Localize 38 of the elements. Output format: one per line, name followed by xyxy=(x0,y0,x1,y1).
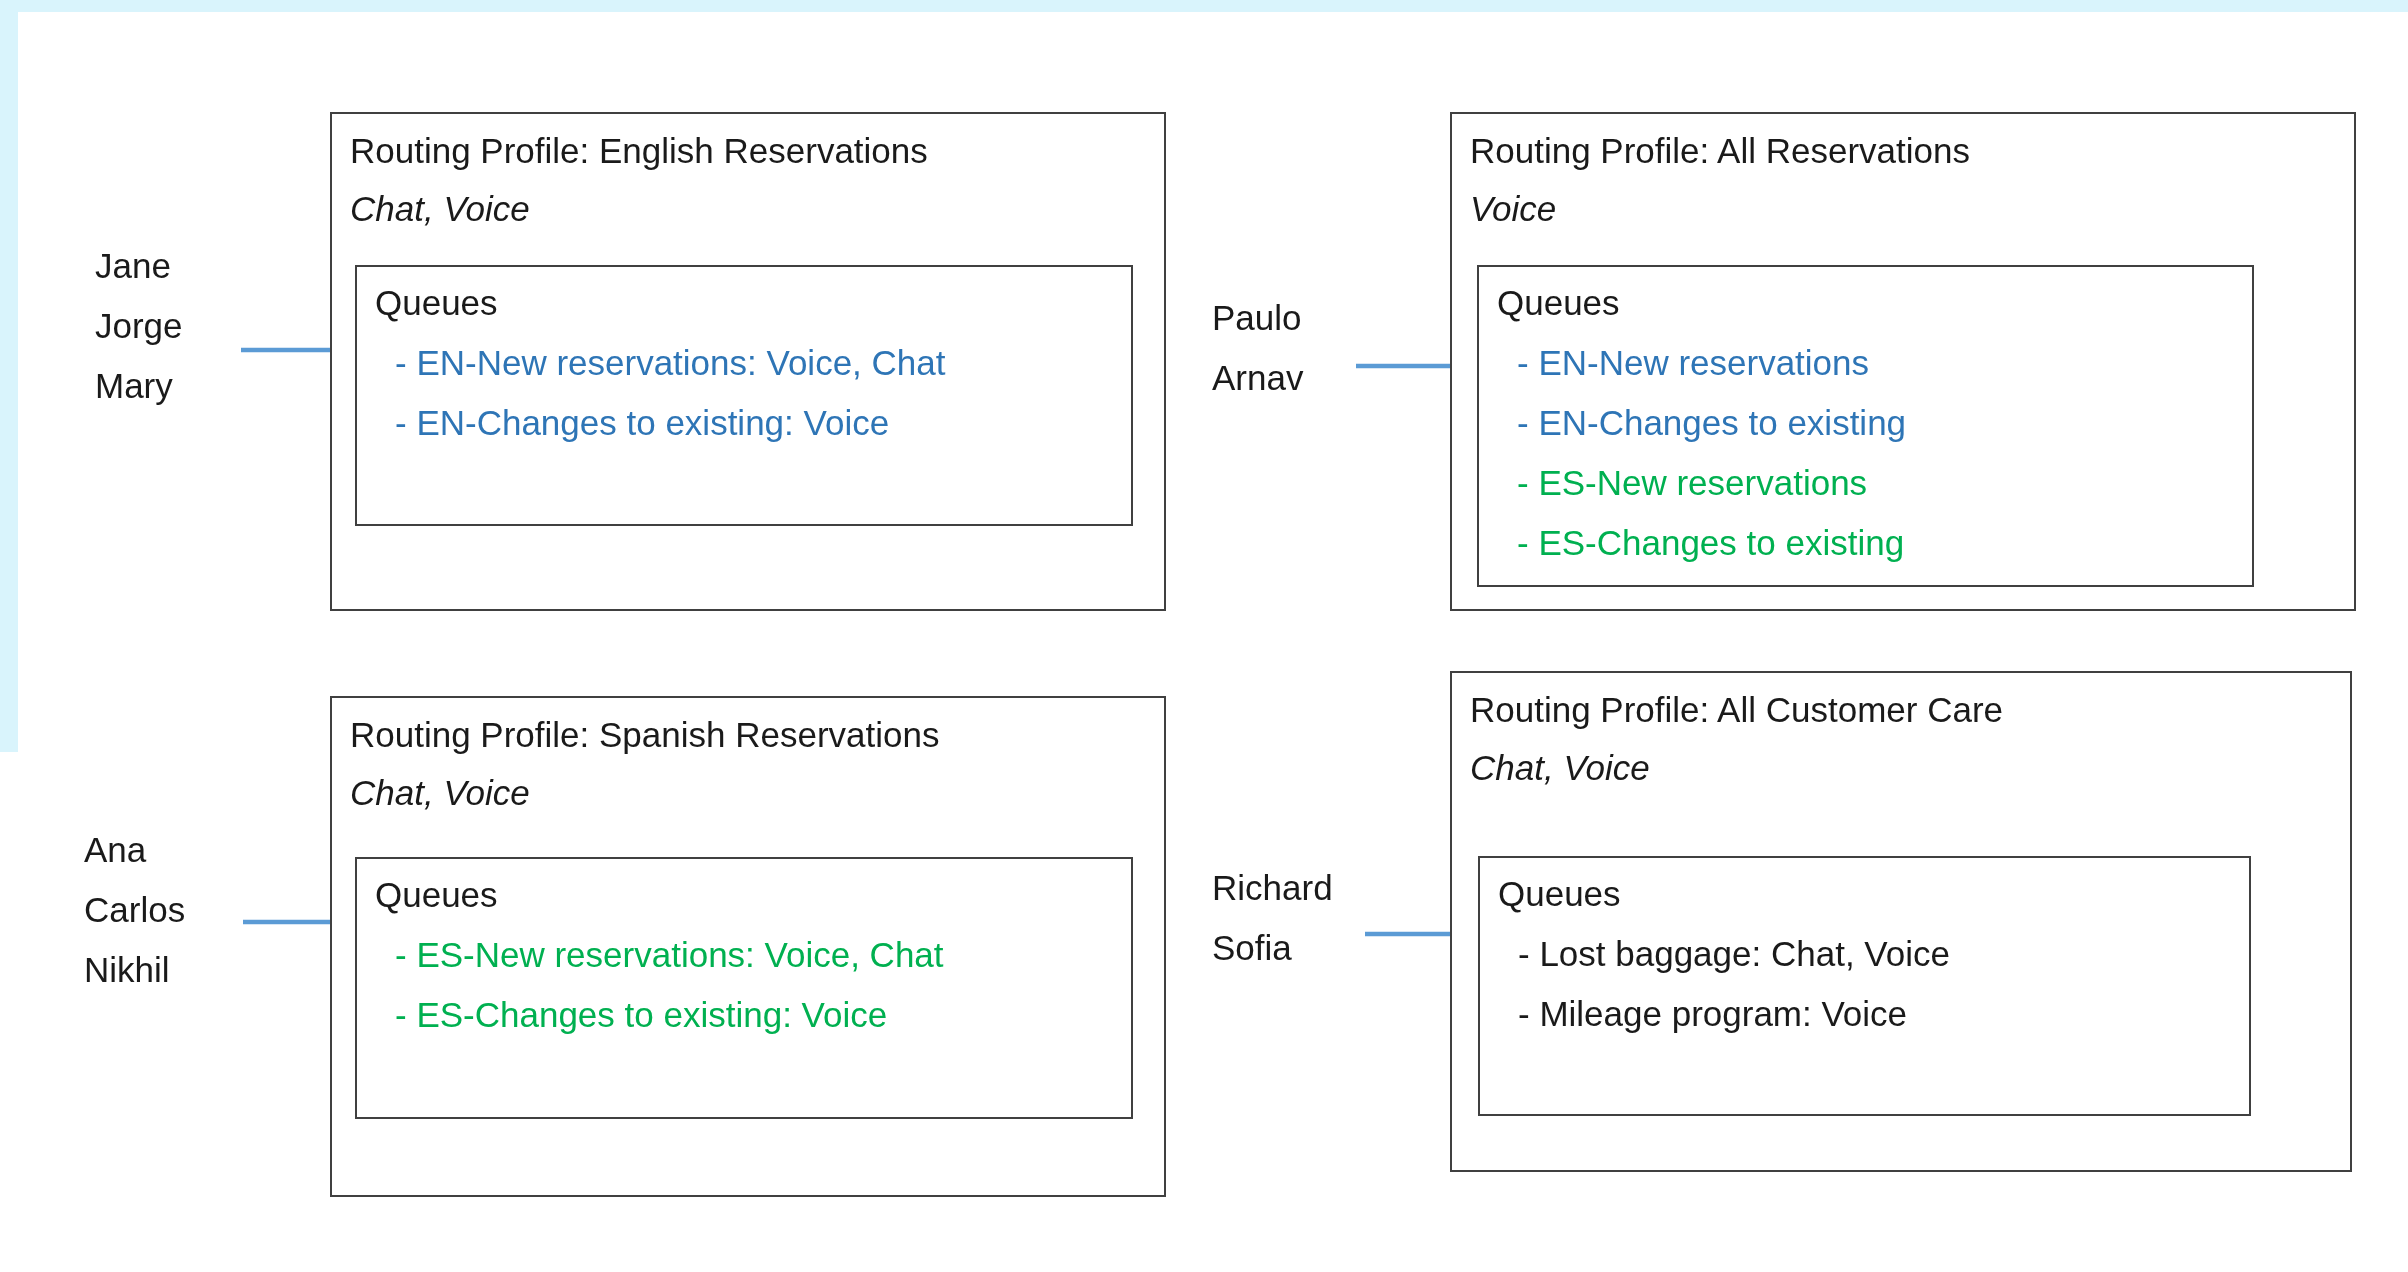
routing-profile-box xyxy=(1450,671,2352,1172)
queue-item: - ES-New reservations: Voice, Chat xyxy=(394,934,945,976)
connector-line xyxy=(1356,363,1450,369)
agent-names: Richard Sofia xyxy=(1212,858,1365,978)
connector-line xyxy=(241,347,330,353)
queues-box xyxy=(1478,856,2251,1116)
routing-profile-box xyxy=(1450,112,2356,611)
queues-box xyxy=(1477,265,2254,587)
queues-heading: Queues xyxy=(375,874,499,916)
channel-list: Voice xyxy=(1470,180,2336,238)
queues-box xyxy=(355,857,1133,1119)
channel-list: Chat, Voice xyxy=(350,180,1146,238)
queue-item: - EN-New reservations xyxy=(1516,342,1871,384)
queues-heading: Queues xyxy=(1498,873,1622,915)
queue-item: - ES-Changes to existing: Voice xyxy=(394,994,889,1036)
connector-line xyxy=(1365,931,1450,937)
channel-list: Chat, Voice xyxy=(350,764,1146,822)
queue-item: - EN-Changes to existing xyxy=(1516,402,1908,444)
profile-title: Routing Profile: Spanish Reservations xyxy=(350,714,941,756)
queues-heading: Queues xyxy=(375,282,499,324)
queues-heading: Queues xyxy=(1497,282,1621,324)
queue-item: - Mileage program: Voice xyxy=(1517,993,1909,1035)
agent-names: Jane Jorge Mary xyxy=(95,236,241,416)
queues-box xyxy=(355,265,1133,526)
channel-list: Chat, Voice xyxy=(1470,739,2332,797)
agent-names: Ana Carlos Nikhil xyxy=(84,820,243,1000)
agent-names: Paulo Arnav xyxy=(1212,288,1356,408)
queue-item: - EN-New reservations: Voice, Chat xyxy=(394,342,947,384)
profile-title: Routing Profile: English Reservations xyxy=(350,130,929,172)
routing-profile-box xyxy=(330,696,1166,1197)
queue-item: - EN-Changes to existing: Voice xyxy=(394,402,891,444)
routing-profile-box xyxy=(330,112,1166,611)
profile-title: Routing Profile: All Reservations xyxy=(1470,130,1971,172)
profile-title: Routing Profile: All Customer Care xyxy=(1470,689,2004,731)
queue-item: - ES-New reservations xyxy=(1516,462,1869,504)
queue-item: - Lost baggage: Chat, Voice xyxy=(1517,933,1951,975)
connector-line xyxy=(243,919,330,925)
queue-item: - ES-Changes to existing xyxy=(1516,522,1906,564)
